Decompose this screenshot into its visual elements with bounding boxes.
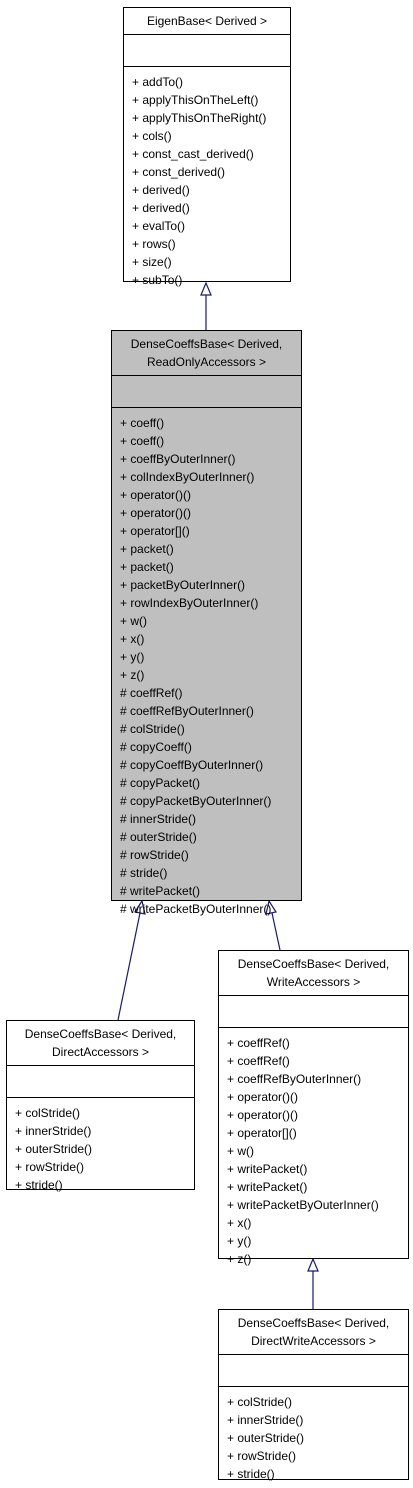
method: + coeffRef()	[227, 1036, 290, 1050]
class-densecoeffsbase-directwrite[interactable]: DenseCoeffsBase< Derived, DirectWriteAcc…	[218, 1309, 409, 1483]
method: + addTo()	[132, 75, 184, 89]
method: # copyPacketByOuterInner()	[120, 794, 272, 808]
method: # colStride()	[120, 722, 185, 736]
method: + operator()()	[227, 1108, 299, 1122]
attributes-compartment	[124, 35, 290, 67]
method: + const_derived()	[132, 165, 226, 179]
method: + derived()	[132, 201, 190, 215]
method: + innerStride()	[227, 1413, 304, 1427]
method: + y()	[120, 650, 145, 664]
method: + colIndexByOuterInner()	[120, 470, 255, 484]
methods-compartment: + addTo() + applyThisOnTheLeft() + apply…	[124, 67, 290, 289]
method: + colStride()	[15, 1106, 81, 1120]
class-densecoeffsbase-direct[interactable]: DenseCoeffsBase< Derived, DirectAccessor…	[6, 1020, 195, 1192]
methods-compartment: + coeff() + coeff() + coeffByOuterInner(…	[112, 408, 301, 918]
method: + writePacketByOuterInner()	[227, 1198, 379, 1212]
class-title: EigenBase< Derived >	[124, 8, 290, 35]
arrowhead-write	[307, 1257, 319, 1272]
class-title: DenseCoeffsBase< Derived, DirectAccessor…	[7, 1021, 194, 1066]
method: + coeffRefByOuterInner()	[227, 1072, 362, 1086]
method: + colStride()	[227, 1395, 293, 1409]
method: + writePacket()	[227, 1180, 308, 1194]
method: # outerStride()	[120, 830, 197, 844]
method: + subTo()	[132, 273, 183, 287]
method: + cols()	[132, 129, 172, 143]
class-title: DenseCoeffsBase< Derived, DirectWriteAcc…	[219, 1310, 408, 1355]
method: + coeff()	[120, 434, 165, 448]
method: + applyThisOnTheLeft()	[132, 93, 259, 107]
method: # stride()	[120, 866, 168, 880]
method: + coeffRef()	[227, 1054, 290, 1068]
method: + stride()	[227, 1467, 275, 1481]
method: + innerStride()	[15, 1124, 92, 1138]
method: + rows()	[132, 237, 176, 251]
edge-write-to-readonly	[271, 912, 281, 951]
method: + operator[]()	[120, 524, 190, 538]
method: + const_cast_derived()	[132, 147, 254, 161]
class-title: DenseCoeffsBase< Derived, WriteAccessors…	[219, 951, 408, 996]
method: # writePacketByOuterInner()	[120, 902, 272, 916]
method: + stride()	[15, 1178, 63, 1192]
methods-compartment: + colStride() + innerStride() + outerStr…	[219, 1387, 408, 1483]
method: # coeffRef()	[120, 686, 183, 700]
arrowhead-eigenbase	[200, 281, 212, 296]
method: + w()	[120, 614, 147, 628]
method: + writePacket()	[227, 1162, 308, 1176]
method: # copyCoeff()	[120, 740, 192, 754]
method: # innerStride()	[120, 812, 197, 826]
method: + w()	[227, 1144, 254, 1158]
methods-compartment: + coeffRef() + coeffRef() + coeffRefByOu…	[219, 1028, 408, 1268]
method: + x()	[120, 632, 145, 646]
method: # copyPacket()	[120, 776, 201, 790]
method: + operator()()	[227, 1090, 299, 1104]
method: + coeffByOuterInner()	[120, 452, 236, 466]
method: + packetByOuterInner()	[120, 578, 246, 592]
attributes-compartment	[7, 1066, 194, 1098]
attributes-compartment	[219, 1355, 408, 1387]
method: + derived()	[132, 183, 190, 197]
attributes-compartment	[112, 376, 301, 408]
method: # coeffRefByOuterInner()	[120, 704, 254, 718]
method: # rowStride()	[120, 848, 189, 862]
method: + outerStride()	[227, 1431, 305, 1445]
method: + rowStride()	[15, 1160, 85, 1174]
method: + size()	[132, 255, 172, 269]
methods-compartment: + colStride() + innerStride() + outerStr…	[7, 1098, 194, 1194]
method: + coeff()	[120, 416, 165, 430]
method: + operator[]()	[227, 1126, 297, 1140]
method: + evalTo()	[132, 219, 186, 233]
method: + z()	[120, 668, 145, 682]
method: # copyCoeffByOuterInner()	[120, 758, 264, 772]
method: + x()	[227, 1216, 252, 1230]
attributes-compartment	[219, 996, 408, 1028]
method: + y()	[227, 1234, 252, 1248]
class-eigen-base[interactable]: EigenBase< Derived > + addTo() + applyTh…	[123, 7, 291, 287]
method: + z()	[227, 1252, 252, 1266]
method: + rowIndexByOuterInner()	[120, 596, 259, 610]
method: + packet()	[120, 560, 174, 574]
method: + packet()	[120, 542, 174, 556]
arrowhead-readonly-left	[134, 899, 146, 915]
class-densecoeffsbase-readonly[interactable]: DenseCoeffsBase< Derived, ReadOnlyAccess…	[111, 330, 302, 916]
class-densecoeffsbase-write[interactable]: DenseCoeffsBase< Derived, WriteAccessors…	[218, 950, 409, 1266]
method: + operator()()	[120, 488, 192, 502]
class-title: DenseCoeffsBase< Derived, ReadOnlyAccess…	[112, 331, 301, 376]
method: # writePacket()	[120, 884, 201, 898]
arrowhead-readonly-right	[265, 899, 277, 915]
method: + outerStride()	[15, 1142, 93, 1156]
method: + operator()()	[120, 506, 192, 520]
edge-direct-to-readonly	[117, 912, 141, 1021]
method: + rowStride()	[227, 1449, 297, 1463]
method: + applyThisOnTheRight()	[132, 111, 267, 125]
